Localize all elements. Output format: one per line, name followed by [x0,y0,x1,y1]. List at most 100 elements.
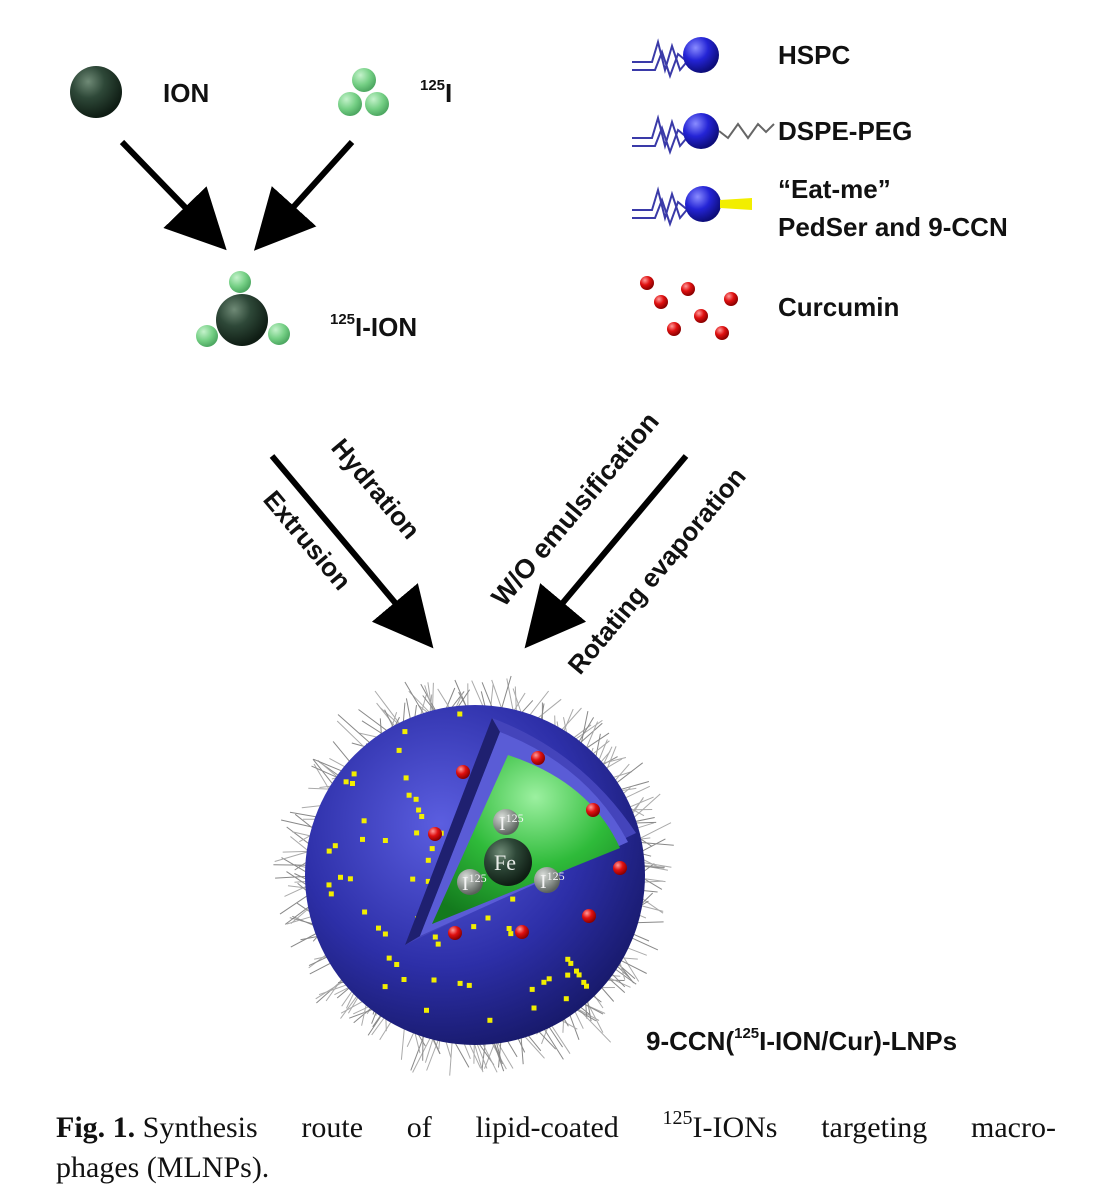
peg-strand [633,921,664,924]
peg-strand [498,1038,502,1068]
peg-strand [546,1024,564,1048]
eat-me-ligand [510,896,516,902]
peg-strand [275,875,310,879]
dspe-peg-lipid-icon [632,113,775,156]
peg-strand [282,850,311,853]
eat-me-ligand [410,876,416,882]
peg-strand [404,681,426,717]
eat-me-ligand [531,1005,537,1011]
eat-me-ligand [332,843,338,849]
peg-strand [311,765,341,780]
peg-strand [480,1040,498,1073]
peg-strand [639,838,666,854]
ion-label: ION [163,78,209,108]
peg-strand [636,822,672,841]
peg-strand [452,1039,470,1068]
peg-strand [426,1036,440,1071]
eat-me-ligand [414,830,420,836]
arrow-emulsification-evaporation [524,454,689,649]
eat-me-ligand [416,807,422,813]
arrow-iodine-down [253,139,355,251]
peg-strand [631,793,661,821]
peg-strand [424,685,435,715]
peg-strand [286,826,312,847]
eat-me-ligand [485,915,491,921]
eat-me-ligand [457,980,463,986]
peg-strand [598,757,627,765]
arrow-ion-down [119,139,227,251]
peg-strand [471,680,485,710]
peg-strand [522,1033,545,1059]
figure-label: Fig. 1. [56,1111,136,1144]
peg-strand [562,708,574,735]
eat-me-ligand [425,857,431,863]
eat-me-label: “Eat-me” [778,174,891,204]
iodine-ion-molecule [196,271,290,347]
peg-strand [484,1039,497,1069]
peg-strand [626,796,654,809]
peg-strand [290,931,320,948]
eat-me-ligand [401,977,407,982]
peg-strand [371,1014,387,1036]
peg-strand [549,1022,571,1054]
peg-strand [481,1040,486,1071]
peg-strand [449,1039,453,1076]
peg-strand [313,758,345,773]
lipid-nanoparticle: Fe I125 I125 I125 [273,675,674,1076]
peg-strand [572,719,603,742]
eat-me-ligand [574,968,579,974]
peg-strand [340,993,360,1019]
peg-strand [605,746,617,773]
eat-me-ligand [541,979,547,985]
arrow-hydration-extrusion [269,454,434,649]
caption-line-1: Fig. 1. Synthesis route of lipid-coated … [56,1107,1056,1144]
eat-me-ligand [351,771,357,777]
peg-strand [612,763,630,784]
peg-strand [568,1011,580,1040]
eat-me-ligand [506,926,512,931]
peg-strand [617,958,647,974]
peg-strand [492,1039,505,1072]
eat-me-ligand [563,996,569,1002]
eat-me-ligand [343,779,349,785]
peg-strand [376,702,398,729]
eat-me-ligand [326,848,332,854]
peg-strand [379,1018,394,1041]
peg-strand [580,711,589,747]
eat-me-ligand [424,1007,429,1013]
peg-strand [309,961,334,975]
peg-strand [374,690,402,727]
figure-caption: Fig. 1. Synthesis route of lipid-coated … [56,1108,1056,1188]
peg-strand [412,1034,433,1073]
eat-me-ligand [487,1017,493,1023]
iodine-ion-label: 125I-ION [330,311,417,342]
peg-strand [279,893,311,915]
peg-strand [576,717,595,745]
peg-strand [495,1039,514,1069]
peg-strand [534,698,562,721]
eat-me-ligand [457,711,463,717]
curcumin-icon [640,276,738,340]
peg-strand [481,682,494,711]
peg-strand [308,952,329,969]
eat-me-ligand [382,984,388,990]
peg-strand [454,679,468,710]
eat-me-ligand [376,925,381,931]
peg-strand [473,1040,484,1073]
peg-strand [520,1034,524,1065]
peg-strand [467,1040,482,1069]
eat-me-ligand [565,956,571,962]
dspe-peg-label: DSPE-PEG [778,116,912,146]
eat-me-ligand [361,818,367,824]
peg-strand [349,1007,377,1019]
peg-strand [284,884,310,897]
peg-strand [638,904,664,912]
peg-strand [489,684,494,710]
peg-strand [273,864,310,866]
peg-strand [340,999,366,1014]
peg-strand [506,678,515,714]
eat-me-ligand [565,972,571,978]
curcumin-label: Curcumin [778,292,899,322]
peg-strand [380,707,402,727]
peg-strand [612,966,637,985]
